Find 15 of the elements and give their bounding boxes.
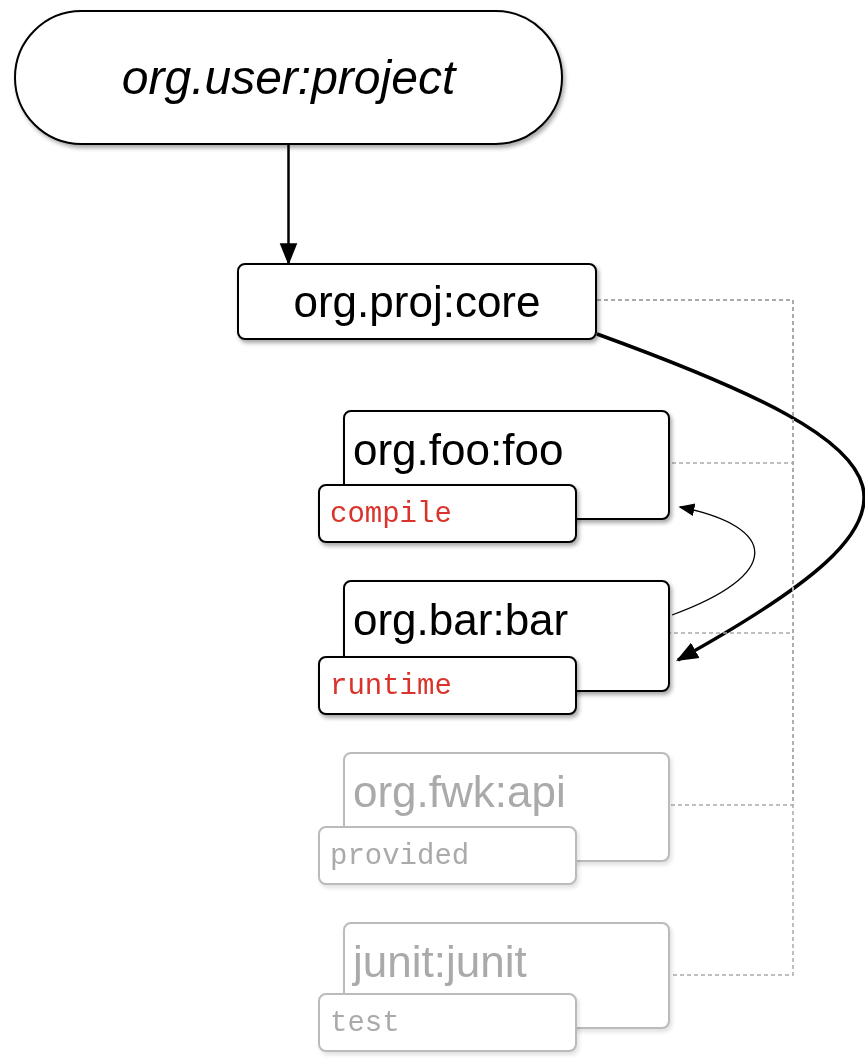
artifact-name: junit:junit xyxy=(353,940,527,984)
scope-tag: runtime xyxy=(318,656,577,715)
arrow xyxy=(279,145,298,266)
scope-tag: provided xyxy=(318,826,577,885)
arrow xyxy=(671,504,756,616)
artifact-name: org.proj:core xyxy=(293,279,541,324)
artifact-name: org.user:project xyxy=(121,53,456,102)
scope-tag: test xyxy=(318,993,577,1052)
artifact-box xyxy=(237,263,597,340)
artifact-name: org.fwk:api xyxy=(353,770,566,814)
scope-tag: compile xyxy=(318,484,577,543)
artifact-name: org.bar:bar xyxy=(353,598,569,642)
artifact-name: org.foo:foo xyxy=(353,428,564,472)
arrow xyxy=(596,332,865,662)
start-node-pill xyxy=(14,10,563,145)
